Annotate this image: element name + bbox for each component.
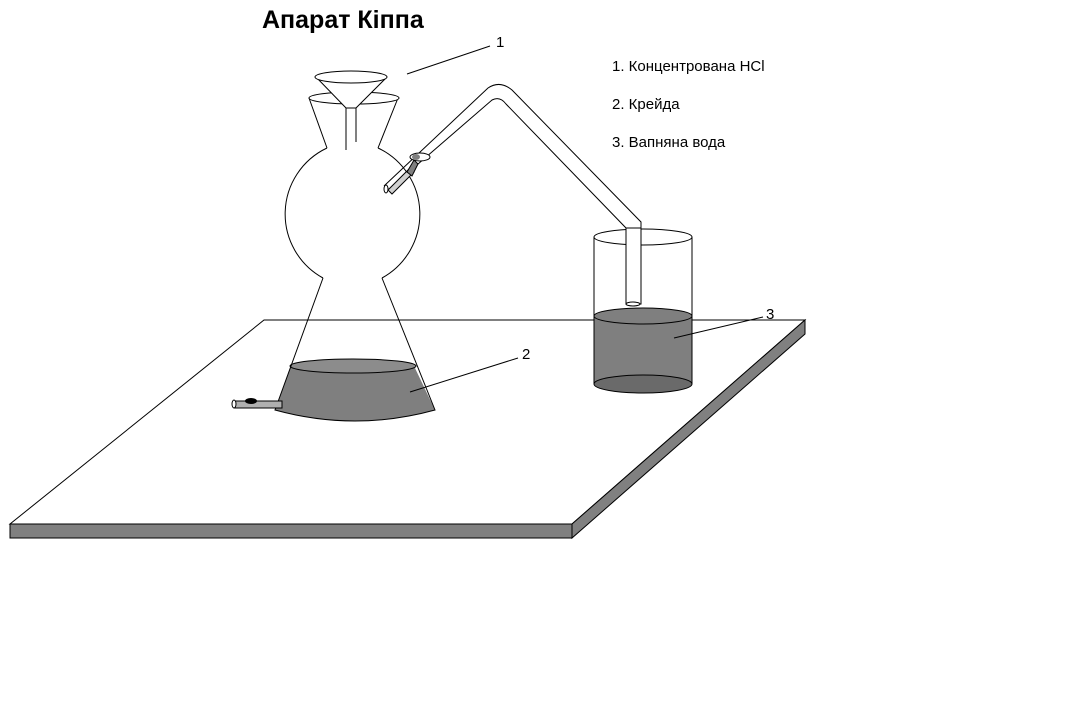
flask-cone-outline [274,277,436,422]
beaker-walls [593,237,693,384]
flask-liquid-chalk [275,366,435,421]
callout-label-1: 1 [496,34,505,51]
delivery-tube-end [625,301,641,307]
limewater-surface [593,307,693,325]
beaker-rim [593,228,693,246]
kipp-apparatus [231,70,436,422]
outlet-tap-valve [406,159,419,177]
table-side-edge [571,318,806,540]
legend-item-2: 2. Крейда [612,96,680,113]
chalk-surface [289,358,417,374]
leader-line-1 [406,45,491,75]
leader-line-3 [673,316,764,339]
table-front-edge [9,523,573,539]
legend: 1. Концентрована HCl 2. Крейда 3. Вапнян… [612,58,765,172]
legend-item-1: 1. Концентрована HCl [612,58,765,75]
delivery-tube-in-beaker [625,227,642,305]
limewater-liquid [594,316,692,390]
funnel-cone [315,76,388,109]
bottom-tap-valve [245,398,257,404]
beaker-bottom [593,374,693,394]
flask-neck [308,97,399,149]
flask-globe [284,147,421,279]
leader-line-2 [409,357,519,393]
funnel-stem [345,108,357,150]
diagram-title: Апарат Кіппа [262,6,424,34]
outlet-tap-handle-mark [412,154,420,160]
beaker [593,227,693,394]
callout-label-2: 2 [522,346,531,363]
outlet-tube-outer [383,84,642,304]
leader-lines [406,45,764,393]
callout-label-3: 3 [766,306,775,323]
bottom-tap-tube [233,400,283,409]
funnel-rim [314,70,388,84]
bottom-tap-end [231,399,237,409]
legend-item-3: 3. Вапняна вода [612,134,726,151]
outlet-tube-inner [387,98,627,304]
outlet-tube-end [383,184,389,194]
gas-outlet-tube [383,84,642,304]
